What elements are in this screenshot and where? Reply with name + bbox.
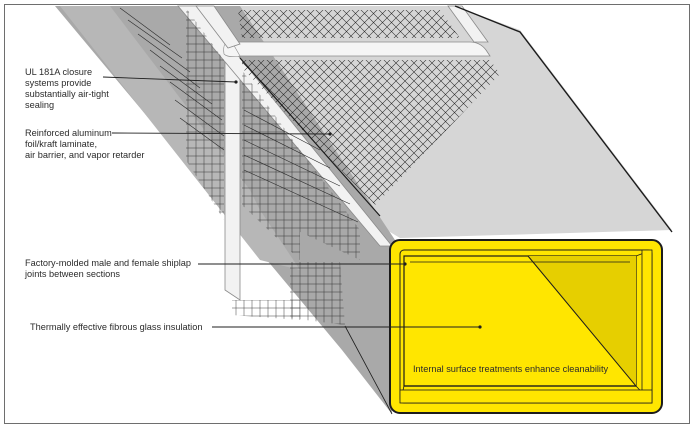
callout-foil: Reinforced aluminum foil/kraft laminate,… [25,128,145,161]
callout-closure-line: UL 181A closure [25,67,93,77]
callout-insulation: Thermally effective fibrous glass insula… [30,322,202,333]
callout-foil-line: Reinforced aluminum [25,128,112,138]
callout-shiplap-line: joints between sections [25,269,120,279]
callout-surface-line: Internal surface treatments enhance clea… [413,364,609,374]
callout-closure-line: substantially air-tight [25,89,109,99]
top-mesh [242,60,500,205]
callout-shiplap-line: Factory-molded male and female shiplap [25,258,191,268]
side-mesh [186,8,360,325]
callout-insulation-line: Thermally effective fibrous glass insula… [30,322,203,332]
callout-surface: Internal surface treatments enhance clea… [413,364,608,375]
figure-frame [4,4,690,424]
callout-foil-line: foil/kraft laminate, [25,139,97,149]
callout-closure-line: sealing [25,100,55,110]
leader-lines [102,76,480,328]
callout-foil-line: air barrier, and vapor retarder [25,150,145,160]
callout-closure: UL 181A closure systems provide substant… [25,67,109,111]
callout-closure-line: systems provide [25,78,92,88]
callout-shiplap: Factory-molded male and female shiplap j… [25,258,191,280]
